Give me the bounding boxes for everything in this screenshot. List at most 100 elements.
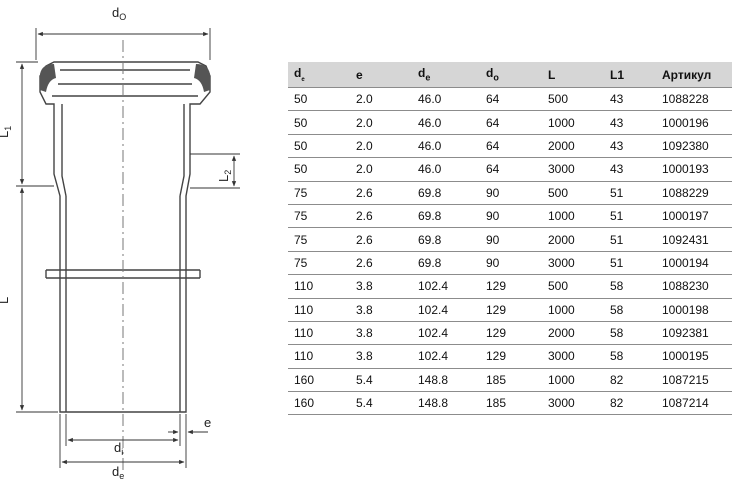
socket-outline xyxy=(39,61,211,413)
table-cell: 51 xyxy=(604,251,656,276)
table-cell: 43 xyxy=(604,157,656,182)
table-cell: 75 xyxy=(288,204,350,229)
table-cell: 129 xyxy=(480,321,542,346)
table-cell: 129 xyxy=(480,298,542,322)
table-cell: 3.8 xyxy=(350,344,412,369)
table-cell: 2.0 xyxy=(350,134,412,159)
table-cell: 1000197 xyxy=(656,204,732,229)
label-l2: L2 xyxy=(216,170,233,182)
table-cell: 90 xyxy=(480,181,542,205)
table-cell: 1092431 xyxy=(656,227,732,252)
table-cell: 5.4 xyxy=(350,368,412,393)
table-cell: 1088229 xyxy=(656,181,732,205)
table-cell: 110 xyxy=(288,298,350,322)
table-cell: 1087215 xyxy=(656,368,732,393)
table-cell: 148.8 xyxy=(412,391,480,416)
table-cell: 1087214 xyxy=(656,391,732,416)
label-di: di xyxy=(114,440,123,457)
seal-ring-left xyxy=(40,64,56,92)
header-article: Артикул xyxy=(656,62,732,88)
table-cell: 2.0 xyxy=(350,87,412,112)
pipe-technical-drawing: dO L1 L L2 e di de xyxy=(0,5,240,481)
table-cell: 3.8 xyxy=(350,274,412,299)
table-cell: 58 xyxy=(604,344,656,369)
table-cell: 58 xyxy=(604,321,656,346)
table-cell: 43 xyxy=(604,134,656,159)
table-cell: 185 xyxy=(480,368,542,393)
table-cell: 129 xyxy=(480,274,542,299)
table-cell: 75 xyxy=(288,251,350,276)
table-cell: 50 xyxy=(288,134,350,159)
table-cell: 160 xyxy=(288,368,350,393)
table-cell: 3000 xyxy=(542,157,604,182)
label-de: de xyxy=(112,464,124,481)
table-cell: 2000 xyxy=(542,321,604,346)
table-cell: 1000194 xyxy=(656,251,732,276)
table-cell: 1092380 xyxy=(656,134,732,159)
table-cell: 3000 xyxy=(542,251,604,276)
table-cell: 75 xyxy=(288,181,350,205)
table-cell: 102.4 xyxy=(412,298,480,322)
table-cell: 3.8 xyxy=(350,298,412,322)
table-cell: 500 xyxy=(542,274,604,299)
table-cell: 64 xyxy=(480,110,542,135)
table-cell: 3000 xyxy=(542,344,604,369)
table-cell: 50 xyxy=(288,87,350,112)
table-cell: 69.8 xyxy=(412,204,480,229)
table-cell: 110 xyxy=(288,321,350,346)
table-cell: 2000 xyxy=(542,134,604,159)
table-cell: 1000 xyxy=(542,368,604,393)
header-l1: L1 xyxy=(604,62,656,88)
table-cell: 64 xyxy=(480,87,542,112)
table-cell: 75 xyxy=(288,227,350,252)
table-cell: 160 xyxy=(288,391,350,416)
table-cell: 1000196 xyxy=(656,110,732,135)
table-cell: 90 xyxy=(480,251,542,276)
table-cell: 90 xyxy=(480,204,542,229)
label-do: dO xyxy=(112,5,126,22)
table-cell: 129 xyxy=(480,344,542,369)
table-cell: 69.8 xyxy=(412,227,480,252)
table-cell: 43 xyxy=(604,87,656,112)
header-do: do xyxy=(480,62,542,88)
table-cell: 64 xyxy=(480,157,542,182)
table-cell: 2.6 xyxy=(350,251,412,276)
table-cell: 51 xyxy=(604,227,656,252)
table-cell: 58 xyxy=(604,298,656,322)
table-cell: 46.0 xyxy=(412,87,480,112)
table-cell: 43 xyxy=(604,110,656,135)
header-l: L xyxy=(542,62,604,88)
label-e: e xyxy=(204,415,211,430)
table-cell: 2.6 xyxy=(350,181,412,205)
table-cell: 3.8 xyxy=(350,321,412,346)
table-cell: 110 xyxy=(288,344,350,369)
table-cell: 58 xyxy=(604,274,656,299)
table-cell: 1088228 xyxy=(656,87,732,112)
table-cell: 1092381 xyxy=(656,321,732,346)
table-cell: 500 xyxy=(542,181,604,205)
table-cell: 2.0 xyxy=(350,110,412,135)
table-cell: 46.0 xyxy=(412,157,480,182)
table-cell: 102.4 xyxy=(412,321,480,346)
header-dn: dₑ xyxy=(288,62,350,88)
header-de: de xyxy=(412,62,480,88)
table-cell: 102.4 xyxy=(412,274,480,299)
table-cell: 2.0 xyxy=(350,157,412,182)
table-cell: 46.0 xyxy=(412,134,480,159)
table-cell: 185 xyxy=(480,391,542,416)
table-cell: 3000 xyxy=(542,391,604,416)
table-cell: 2.6 xyxy=(350,204,412,229)
table-cell: 64 xyxy=(480,134,542,159)
label-l: L xyxy=(0,297,11,304)
